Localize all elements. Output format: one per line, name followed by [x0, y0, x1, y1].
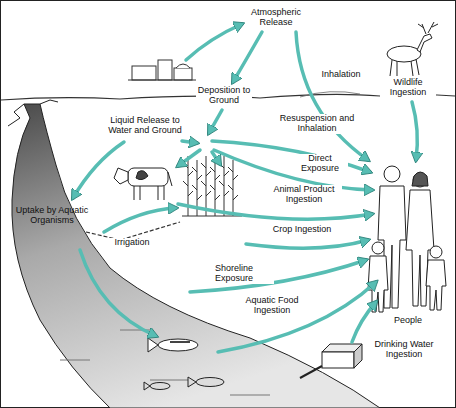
crop-stalk: [210, 160, 220, 216]
pathway-label: Aquatic Food Ingestion: [232, 296, 312, 316]
pathway-arrow: [233, 32, 262, 82]
pathway-label: Direct Exposure: [292, 154, 348, 174]
pathway-label: Irrigation: [108, 238, 156, 248]
pathway-arrow: [209, 110, 222, 133]
pathway-label: Resuspension and Inhalation: [274, 114, 360, 134]
pathway-label: Atmospheric Release: [245, 8, 307, 28]
pathway-label: Uptake by Aquatic Organisms: [10, 206, 94, 226]
pathway-label: Liquid Release to Water and Ground: [102, 116, 188, 136]
cow: [114, 168, 172, 200]
pathway-arrow: [352, 302, 376, 342]
crop-stalk: [228, 160, 238, 216]
water-ripples: [60, 330, 270, 395]
pathway-arrow: [296, 32, 368, 160]
pathway-arrow: [186, 24, 242, 60]
pathway-label: Crop Ingestion: [266, 225, 338, 235]
pathway-label: Wildlife Ingestion: [380, 78, 436, 98]
people-figures: [368, 166, 446, 312]
pathway-label: Deposition to Ground: [196, 86, 252, 106]
crop-stalk: [201, 156, 211, 216]
pathway-arrows: [73, 24, 417, 352]
river-source-crack: [8, 104, 24, 126]
pathway-label: Inhalation: [318, 70, 364, 80]
pathway-label: Animal Product Ingestion: [266, 185, 342, 205]
pathway-arrow: [182, 141, 197, 143]
deer: [387, 22, 438, 76]
pathway-arrow: [214, 150, 372, 190]
river: [12, 104, 380, 408]
pathway-arrow: [412, 102, 417, 160]
pathway-label: Drinking Water Ingestion: [366, 340, 442, 360]
pathway-label: People: [388, 316, 428, 326]
pathway-arrow: [178, 204, 372, 219]
pathway-label: Shoreline Exposure: [194, 264, 274, 284]
pathway-arrow: [190, 260, 366, 292]
pathway-arrow: [73, 142, 124, 198]
pathway-arrow: [104, 208, 176, 232]
pathway-arrow: [80, 250, 156, 336]
river-source-crack: [40, 100, 58, 104]
field-line: [182, 216, 242, 217]
pathway-arrow: [218, 282, 376, 352]
pathway-arrow: [178, 150, 200, 166]
pathway-arrow: [246, 240, 368, 248]
pathway-arrow: [212, 152, 220, 164]
water-intake-building: [300, 344, 362, 378]
nuclear-facility: [128, 60, 196, 80]
fish: [144, 338, 224, 390]
